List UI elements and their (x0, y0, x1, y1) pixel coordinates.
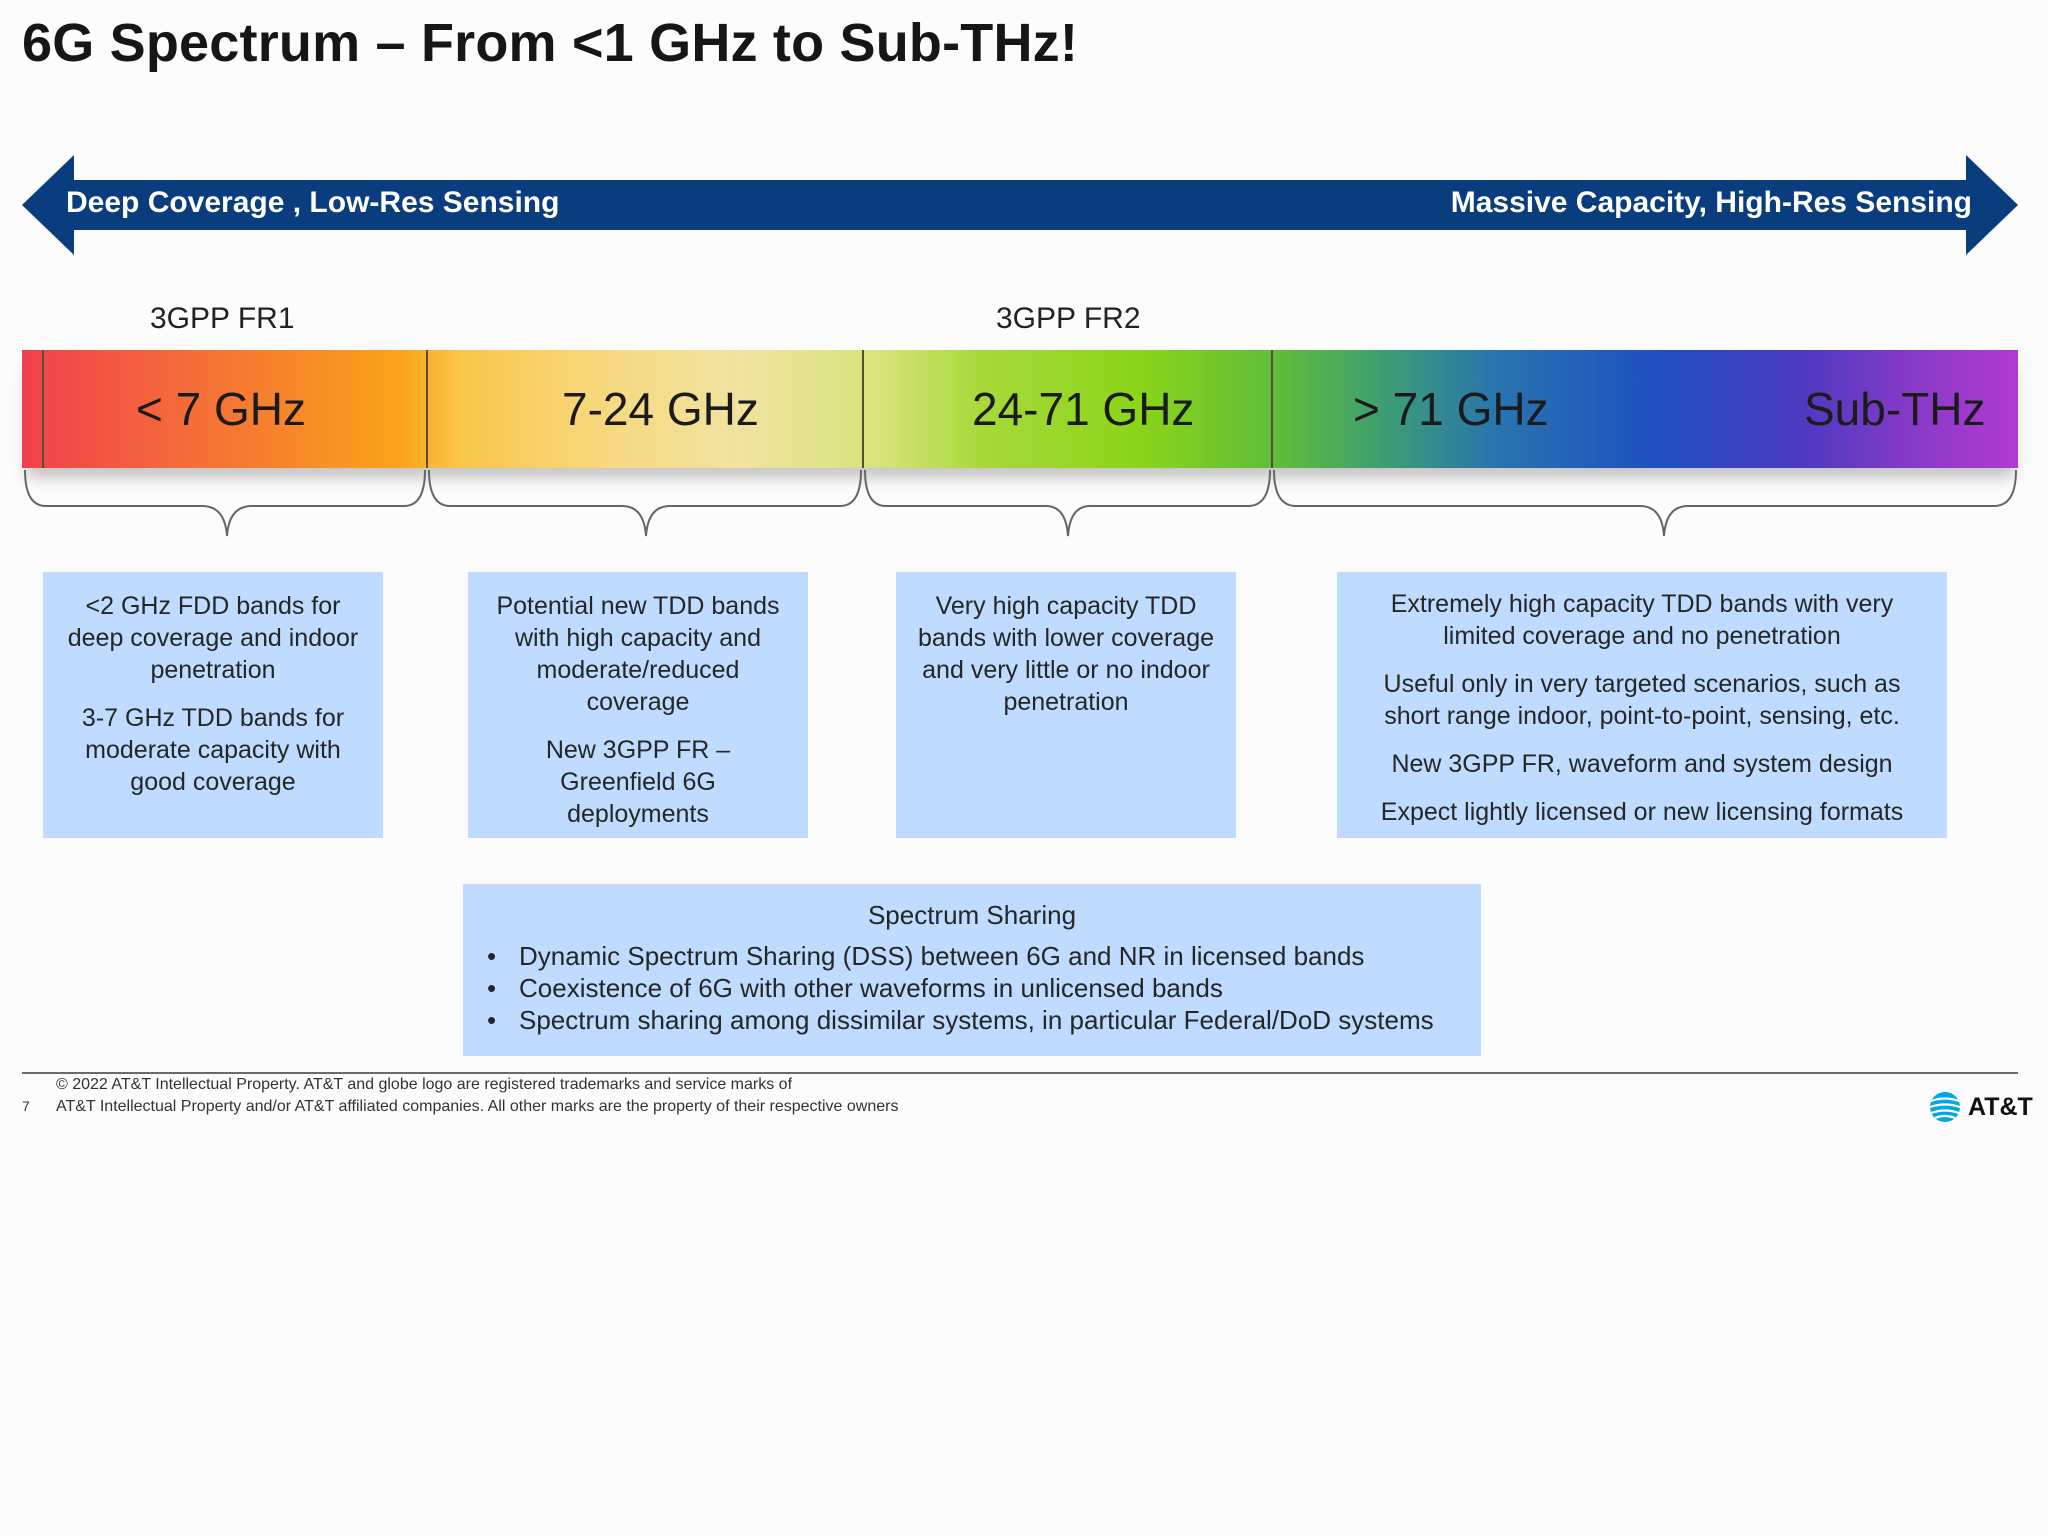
box-paragraph: <2 GHz FDD bands for deep coverage and i… (67, 592, 359, 684)
band-label-24-71ghz: 24-71 GHz (972, 383, 1195, 435)
list-item: Coexistence of 6G with other waveforms i… (487, 972, 1481, 1004)
band-label-above-71ghz: > 71 GHz (1353, 383, 1549, 435)
box-paragraph: Very high capacity TDD bands with lower … (918, 592, 1214, 716)
band-label-below-7ghz: < 7 GHz (136, 383, 307, 435)
copyright-notice: © 2022 AT&T Intellectual Property. AT&T … (56, 1074, 898, 1118)
bar-divider (42, 350, 44, 468)
band-label-7-24ghz: 7-24 GHz (562, 383, 759, 435)
list-item: Dynamic Spectrum Sharing (DSS) between 6… (487, 940, 1481, 972)
band-brackets (24, 470, 2017, 537)
arrow-right-label: Massive Capacity, High-Res Sensing (1450, 186, 1972, 219)
band-info-box-above-71ghz: Extremely high capacity TDD bands with v… (1337, 572, 1947, 838)
list-item: Spectrum sharing among dissimilar system… (487, 1004, 1481, 1036)
slide-title: 6G Spectrum – From <1 GHz to Sub-THz! (22, 13, 1079, 73)
footer-divider (22, 1072, 2018, 1074)
box-paragraph: Expect lightly licensed or new licensing… (1380, 798, 1904, 826)
fr1-label: 3GPP FR1 (150, 302, 295, 335)
band-info-box-24-71ghz: Very high capacity TDD bands with lower … (896, 572, 1236, 838)
box-paragraph: Useful only in very targeted scenarios, … (1383, 670, 1901, 730)
fr2-label: 3GPP FR2 (996, 302, 1141, 335)
box-paragraph: 3-7 GHz TDD bands for moderate capacity … (81, 704, 345, 796)
coverage-capacity-arrow (22, 155, 2018, 255)
bar-divider (862, 350, 864, 468)
band-label-sub-thz: Sub-THz (1804, 383, 1986, 435)
spectrum-bar (22, 350, 2018, 468)
copyright-line: AT&T Intellectual Property and/or AT&T a… (56, 1098, 899, 1115)
box-paragraph: New 3GPP FR, waveform and system design (1391, 750, 1893, 778)
band-info-box-7-24ghz: Potential new TDD bands with high capaci… (468, 572, 808, 838)
arrow-left-label: Deep Coverage , Low-Res Sensing (66, 186, 560, 219)
bar-divider (426, 350, 428, 468)
copyright-line: © 2022 AT&T Intellectual Property. AT&T … (56, 1076, 793, 1093)
box-paragraph: New 3GPP FR – Greenfield 6G deployments (545, 736, 731, 828)
att-logo: AT&T (1928, 1090, 2033, 1124)
bar-divider (1271, 350, 1273, 468)
spectrum-sharing-box: Spectrum Sharing Dynamic Spectrum Sharin… (463, 884, 1481, 1056)
page-number: 7 (22, 1098, 30, 1114)
att-globe-icon (1929, 1092, 1961, 1122)
box-paragraph: Extremely high capacity TDD bands with v… (1390, 590, 1894, 650)
box-paragraph: Potential new TDD bands with high capaci… (496, 592, 780, 716)
att-logo-text: AT&T (1968, 1092, 2033, 1121)
spectrum-sharing-title: Spectrum Sharing (867, 900, 1077, 930)
band-info-box-below-7ghz: <2 GHz FDD bands for deep coverage and i… (43, 572, 383, 838)
spectrum-sharing-list: Dynamic Spectrum Sharing (DSS) between 6… (463, 940, 1481, 1036)
